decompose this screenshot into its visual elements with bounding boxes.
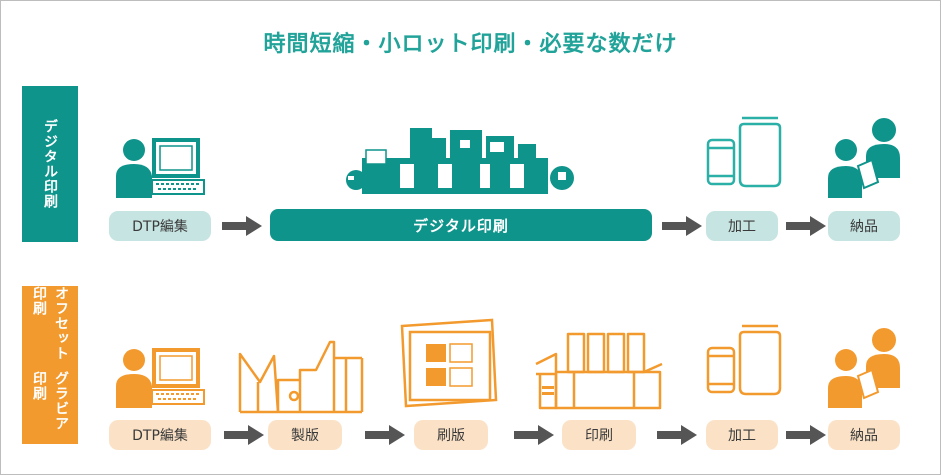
digital-step-processing: 加工 — [706, 211, 778, 241]
offset-press-icon — [535, 332, 663, 410]
arrow-icon — [786, 216, 826, 236]
plate-making-icon — [238, 340, 364, 414]
offset-step-dtp: DTP編集 — [109, 420, 211, 450]
digital-step-delivery: 納品 — [828, 211, 900, 241]
digital-step-digital-printing: デジタル印刷 — [270, 209, 652, 241]
cans-and-pouch-icon — [706, 324, 782, 396]
offset-step-plate: 刷版 — [414, 420, 488, 450]
page-title: 時間短縮・小ロット印刷・必要な数だけ — [263, 32, 678, 57]
arrow-icon — [657, 425, 697, 445]
printing-plate-icon — [400, 318, 498, 408]
arrow-icon — [514, 425, 554, 445]
computer-operator-icon — [116, 348, 205, 408]
cans-and-pouch-icon — [706, 116, 782, 188]
offset-step-processing: 加工 — [706, 420, 778, 450]
arrow-icon — [662, 216, 702, 236]
computer-operator-icon — [116, 138, 205, 198]
digital-step-dtp: DTP編集 — [109, 211, 211, 241]
offset-step-printing: 印刷 — [562, 420, 636, 450]
delivery-people-icon — [828, 118, 900, 198]
offset-step-delivery: 納品 — [828, 420, 900, 450]
arrow-icon — [786, 425, 826, 445]
digital-press-icon — [346, 128, 574, 194]
offset-row-label-line2: グラビア印刷 — [31, 371, 69, 432]
offset-step-plate-making: 製版 — [268, 420, 342, 450]
digital-row-label: デジタル印刷 — [22, 86, 78, 242]
arrow-icon — [222, 216, 262, 236]
offset-row-label: オフセット印刷 グラビア印刷 — [22, 286, 78, 444]
offset-row-label-line1: オフセット印刷 — [31, 286, 69, 361]
arrow-icon — [224, 425, 264, 445]
arrow-icon — [365, 425, 405, 445]
delivery-people-icon — [828, 328, 900, 408]
